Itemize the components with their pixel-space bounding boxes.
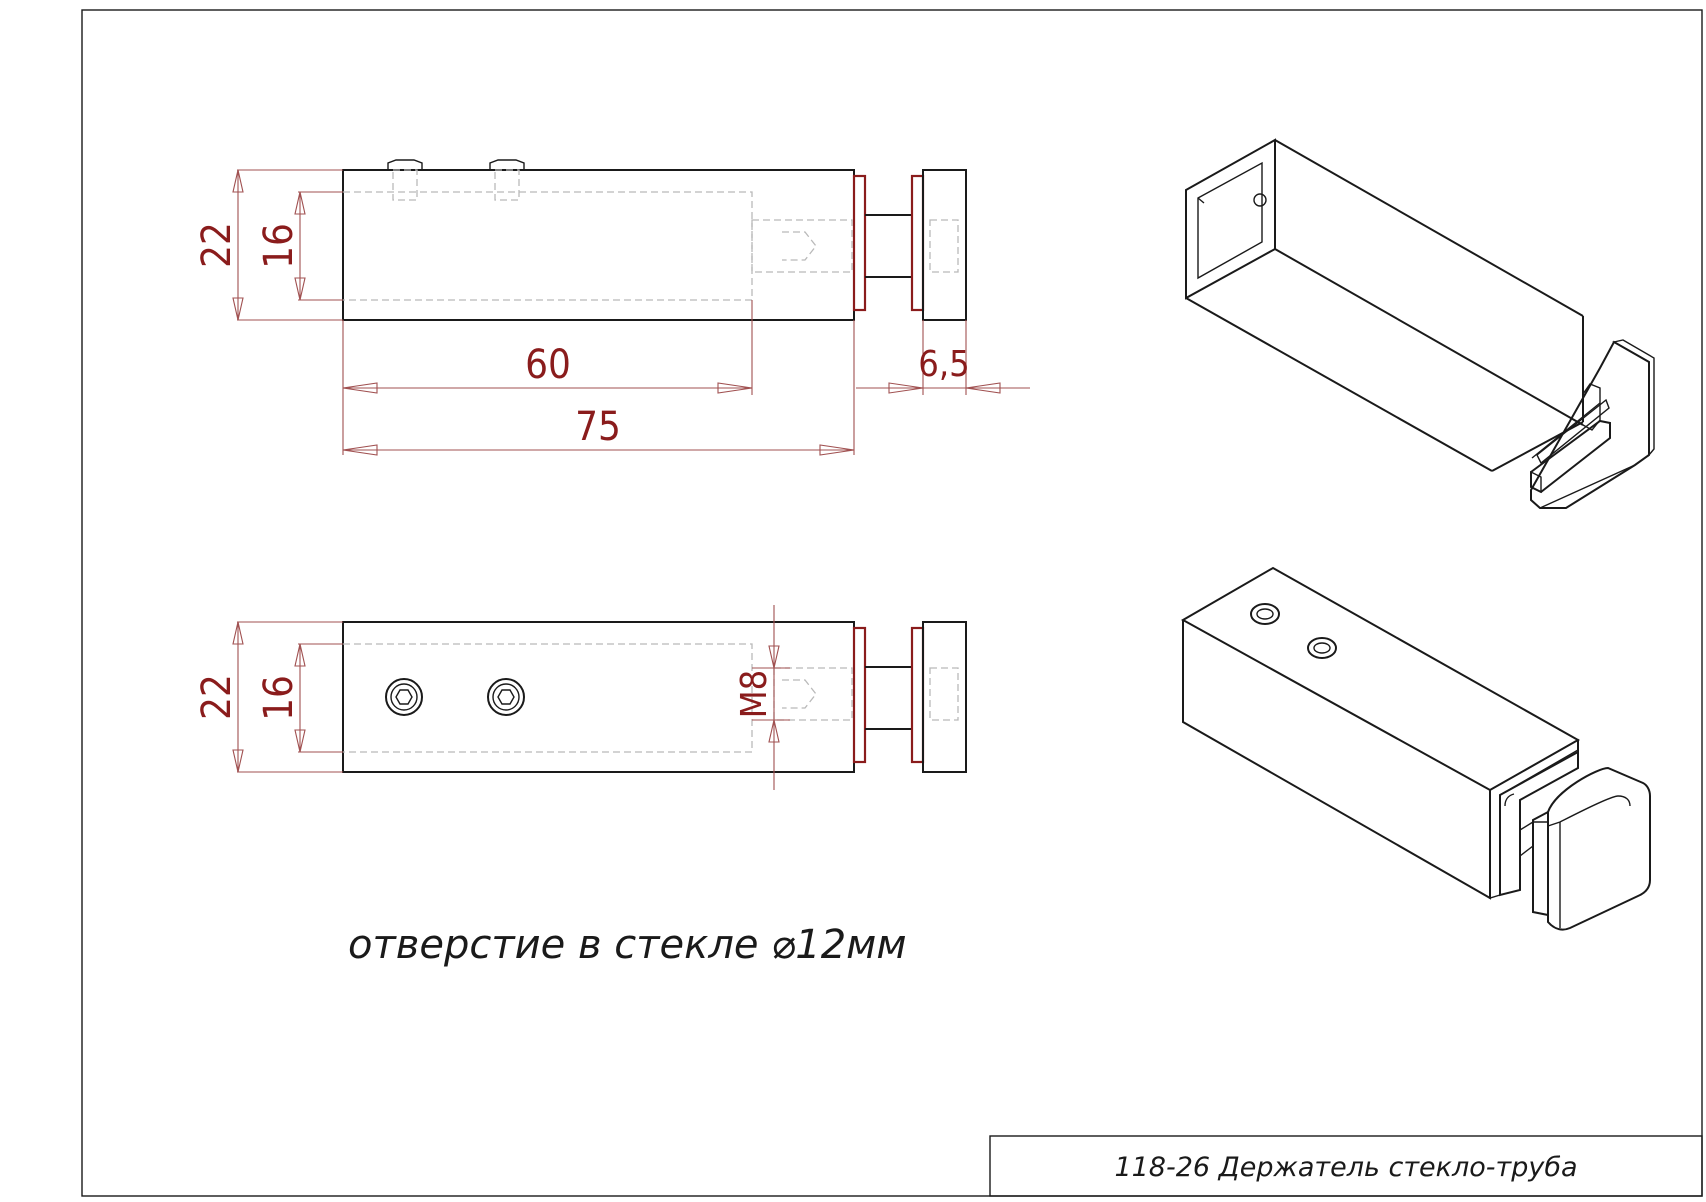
hex-screw-1 xyxy=(385,678,423,716)
set-screw-2 xyxy=(489,159,525,201)
dim-height-inner-2: 16 xyxy=(256,643,343,753)
drawing-frame xyxy=(81,9,1703,1197)
dim-cap-width: 6,5 xyxy=(856,320,1030,395)
washer-rubber-3 xyxy=(852,626,867,764)
side-view-top: 22 16 60 75 xyxy=(194,159,1030,456)
hex-screw-2 xyxy=(487,678,525,716)
glass-hole-note: отверстие в стекле ⌀12мм xyxy=(348,922,907,968)
svg-text:16: 16 xyxy=(256,223,302,269)
side-view-bottom: 22 16 M8 xyxy=(194,605,967,790)
hidden-bolt xyxy=(751,219,959,273)
isometric-view-upper xyxy=(1185,138,1655,509)
title-block: 118-26 Держатель стекло-труба xyxy=(989,1135,1703,1197)
svg-text:22: 22 xyxy=(194,674,240,720)
washer-rubber-1 xyxy=(852,174,867,312)
dim-height-inner: 16 xyxy=(256,191,343,301)
svg-text:6,5: 6,5 xyxy=(918,344,970,385)
dim-height-outer-2: 22 xyxy=(194,621,343,773)
drawing-title: 118-26 Держатель стекло-труба xyxy=(1114,1152,1577,1183)
end-cap xyxy=(922,169,967,321)
iso-cap-upper xyxy=(1530,339,1655,509)
dim-length-60: 60 xyxy=(342,300,753,455)
dim-thread-m8: M8 xyxy=(734,605,790,790)
end-cap-2 xyxy=(922,621,967,773)
hidden-bore-2 xyxy=(343,643,753,753)
iso-washer xyxy=(1489,738,1579,899)
dim-height-outer: 22 xyxy=(194,169,343,321)
washer-rubber-4 xyxy=(910,626,925,764)
iso-cap-lower xyxy=(1532,766,1651,931)
washer-rubber-2 xyxy=(910,174,925,312)
svg-text:16: 16 xyxy=(256,675,302,721)
hidden-bore xyxy=(343,191,753,301)
svg-text:75: 75 xyxy=(575,404,621,450)
set-screw-1 xyxy=(387,159,423,201)
iso-screw-2 xyxy=(1307,637,1337,659)
iso-screw-1 xyxy=(1250,603,1280,625)
dim-length-75: 75 xyxy=(342,320,855,456)
svg-text:60: 60 xyxy=(525,342,571,388)
isometric-view-lower xyxy=(1180,566,1651,931)
svg-text:M8: M8 xyxy=(734,670,775,719)
svg-text:22: 22 xyxy=(194,222,240,268)
